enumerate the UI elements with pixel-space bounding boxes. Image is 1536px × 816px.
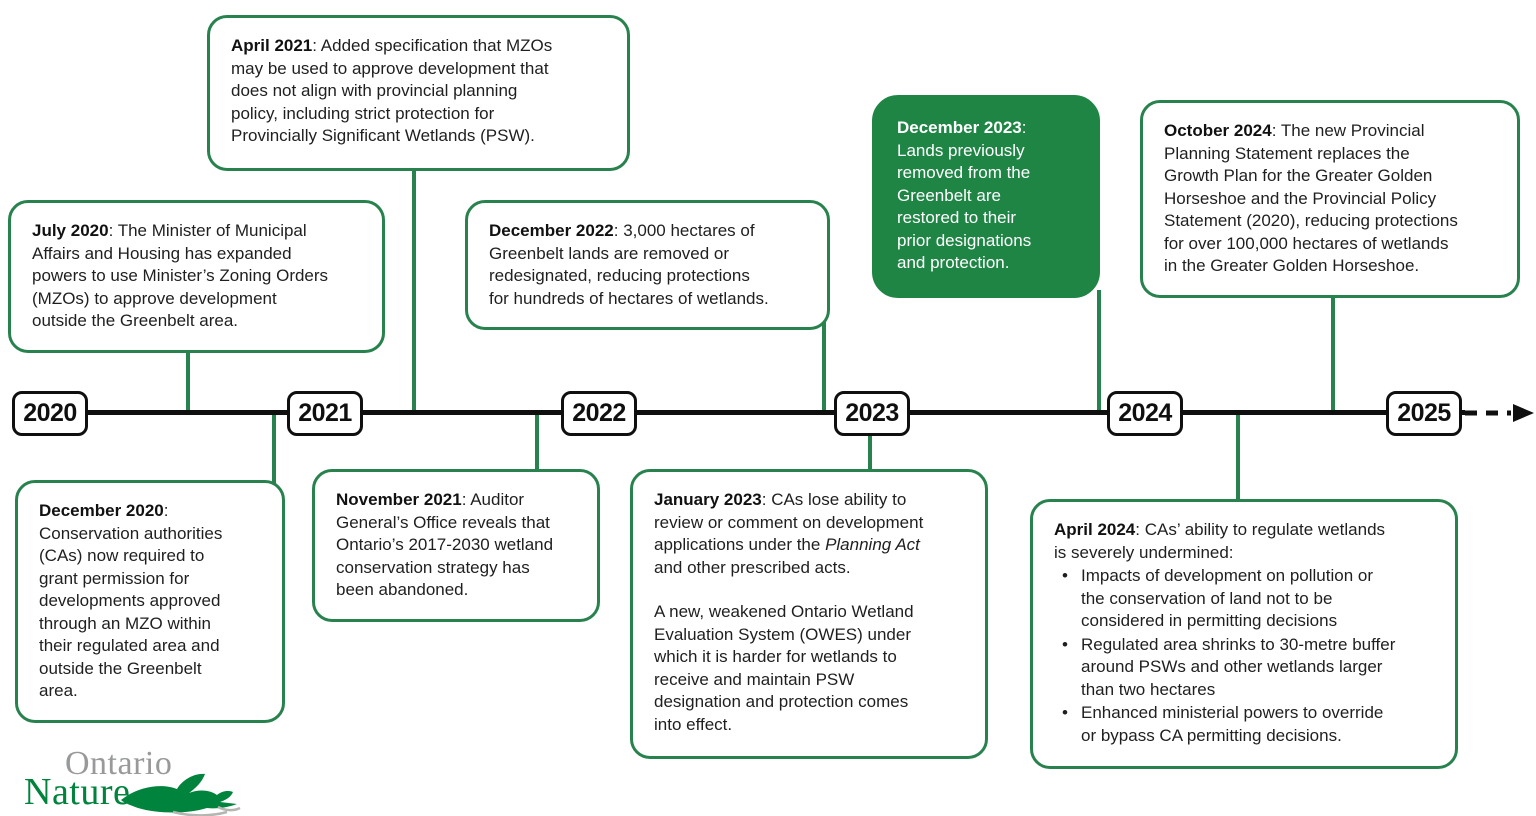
- event-december-2022: December 2022: 3,000 hectares of Greenbe…: [465, 200, 830, 330]
- bullet-text: Impacts of development on pollution or t…: [1081, 566, 1374, 630]
- event-october-2024: October 2024: The new Provincial Plannin…: [1140, 100, 1520, 298]
- event-january-2023: January 2023: CAs lose ability to review…: [630, 469, 988, 759]
- bullet-item: Enhanced ministerial powers to override …: [1054, 702, 1434, 747]
- logo-nature-text: Nature: [24, 771, 131, 813]
- event-body: : CAs’ ability to regulate wetlands is s…: [1054, 520, 1386, 562]
- year-marker-2024: 2024: [1107, 391, 1183, 436]
- event-november-2021: November 2021: Auditor General’s Office …: [312, 469, 600, 622]
- event-december-2020: December 2020: Conservation authorities …: [15, 480, 285, 723]
- event-december-2023-text: December 2023: Lands previously removed …: [897, 117, 1075, 275]
- event-body: : Added specification that MZOs may be u…: [231, 36, 553, 145]
- event-body: A new, weakened Ontario Wetland Evaluati…: [654, 602, 914, 734]
- event-body: : Conservation authorities (CAs) now req…: [39, 501, 223, 700]
- connector-january-2023: [868, 430, 872, 474]
- timeline-continuation-arrow-icon: [1465, 404, 1534, 422]
- year-marker-2020: 2020: [12, 391, 88, 436]
- timeline-axis: [50, 410, 1465, 415]
- connector-april-2024: [1236, 411, 1240, 503]
- year-label-2021: 2021: [298, 399, 352, 427]
- event-body: : The new Provincial Planning Statement …: [1164, 121, 1458, 275]
- connector-july-2020: [186, 336, 190, 414]
- event-december-2022-text: December 2022: 3,000 hectares of Greenbe…: [489, 220, 806, 310]
- event-april-2024-intro: April 2024: CAs’ ability to regulate wet…: [1054, 519, 1434, 564]
- event-date: December 2022: [489, 221, 614, 240]
- year-marker-2023: 2023: [834, 391, 910, 436]
- year-marker-2021: 2021: [287, 391, 363, 436]
- event-date: April 2024: [1054, 520, 1136, 539]
- event-date: January 2023: [654, 490, 762, 509]
- goose-swimming-icon: [121, 773, 241, 816]
- event-january-2023-paragraph-2: A new, weakened Ontario Wetland Evaluati…: [654, 601, 964, 736]
- connector-december-2023: [1097, 290, 1101, 414]
- event-april-2021-text: April 2021: Added specification that MZO…: [231, 35, 606, 148]
- event-date: November 2021: [336, 490, 462, 509]
- connector-november-2021: [535, 411, 539, 473]
- ontario-nature-logo: Ontario Nature: [10, 744, 250, 816]
- event-april-2024-bullet-list: Impacts of development on pollution or t…: [1054, 565, 1434, 747]
- bullet-text: Enhanced ministerial powers to override …: [1081, 703, 1384, 745]
- year-label-2020: 2020: [23, 399, 77, 427]
- event-january-2023-paragraph-1: January 2023: CAs lose ability to review…: [654, 489, 964, 579]
- event-april-2021: April 2021: Added specification that MZO…: [207, 15, 630, 171]
- connector-october-2024: [1331, 290, 1335, 414]
- event-date: July 2020: [32, 221, 109, 240]
- event-italic-act-name: Planning Act: [825, 535, 920, 554]
- year-label-2023: 2023: [845, 399, 899, 427]
- connector-december-2022: [822, 312, 826, 414]
- event-body: : 3,000 hectares of Greenbelt lands are …: [489, 221, 769, 308]
- event-july-2020: July 2020: The Minister of Municipal Aff…: [8, 200, 385, 353]
- event-october-2024-text: October 2024: The new Provincial Plannin…: [1164, 120, 1496, 278]
- connector-december-2020: [272, 411, 276, 485]
- connector-april-2021: [412, 168, 416, 414]
- logo-ontario-text: Ontario: [65, 745, 173, 782]
- event-date: December 2023: [897, 118, 1022, 137]
- event-body: : The Minister of Municipal Affairs and …: [32, 221, 329, 330]
- event-december-2023: December 2023: Lands previously removed …: [872, 95, 1100, 298]
- year-label-2022: 2022: [572, 399, 626, 427]
- event-body: : Auditor General’s Office reveals that …: [336, 490, 554, 599]
- year-marker-2025: 2025: [1386, 391, 1462, 436]
- event-july-2020-text: July 2020: The Minister of Municipal Aff…: [32, 220, 361, 333]
- bullet-item: Regulated area shrinks to 30-metre buffe…: [1054, 634, 1434, 702]
- event-april-2024: April 2024: CAs’ ability to regulate wet…: [1030, 499, 1458, 769]
- event-date: October 2024: [1164, 121, 1272, 140]
- event-date: December 2020: [39, 501, 164, 520]
- event-body: and other prescribed acts.: [654, 557, 851, 577]
- event-body: : Lands previously removed from the Gree…: [897, 118, 1032, 272]
- year-label-2024: 2024: [1118, 399, 1172, 427]
- bullet-text: Regulated area shrinks to 30-metre buffe…: [1081, 634, 1396, 699]
- year-marker-2022: 2022: [561, 391, 637, 436]
- bullet-item: Impacts of development on pollution or t…: [1054, 565, 1434, 633]
- event-november-2021-text: November 2021: Auditor General’s Office …: [336, 489, 576, 602]
- event-body: : CAs lose ability to review or comment …: [654, 490, 924, 554]
- year-label-2025: 2025: [1397, 399, 1451, 427]
- event-december-2020-text: December 2020: Conservation authorities …: [39, 500, 261, 703]
- event-date: April 2021: [231, 36, 313, 55]
